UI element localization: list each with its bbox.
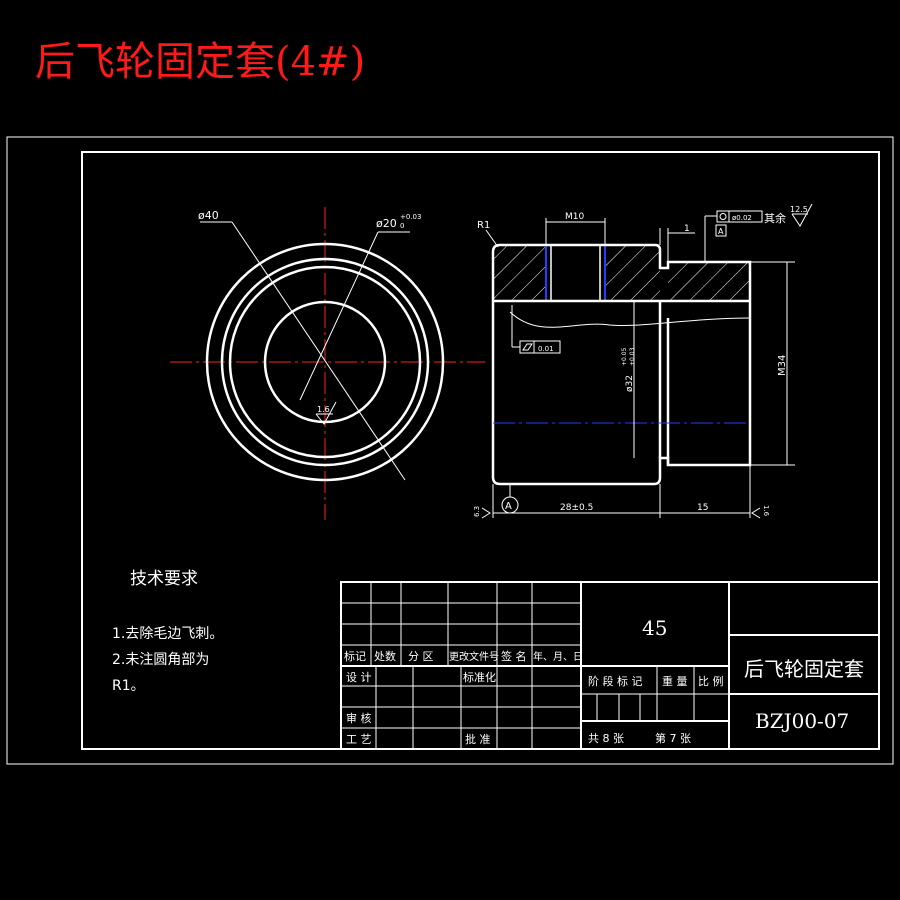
- tech-line-1: 1.去除毛边飞刺。: [112, 626, 223, 642]
- hatch-mid: [605, 245, 660, 301]
- stage-mark-label: 阶 段 标 记: [588, 674, 643, 688]
- h-count: 处数: [374, 650, 396, 663]
- process-label: 工 艺: [346, 733, 372, 746]
- outer-frame: [6, 136, 894, 765]
- roughness-right-icon: [751, 507, 761, 519]
- title-block-text: 45 后飞轮固定套 BZJ00-07 标记 处数 分 区 更改文件号 签 名 年…: [344, 616, 864, 746]
- dia40-leader: [231, 221, 406, 481]
- hatch-right: [668, 262, 750, 301]
- scale-label: 比 例: [698, 674, 724, 688]
- outer-circle: [205, 242, 445, 482]
- h-date: 年、月、日: [533, 650, 583, 663]
- h-zone: 分 区: [408, 650, 434, 663]
- thread-top-label: M10: [565, 212, 584, 222]
- review-label: 审 核: [346, 711, 372, 725]
- break-line: [509, 311, 751, 328]
- h-mark: 标记: [344, 649, 366, 663]
- length-small-label: 15: [697, 503, 708, 513]
- position-icon: [719, 213, 727, 220]
- rest-roughness-value: 12.5: [790, 205, 808, 214]
- h-sign: 签 名: [501, 649, 527, 663]
- standard-label: 标准化: [463, 670, 496, 684]
- roughness-icon: [315, 401, 337, 425]
- hatch-left: [493, 245, 546, 301]
- roughness-right-value: 1.6: [762, 505, 770, 517]
- roughness-rest-icon: [791, 203, 813, 227]
- corner-radius-label: R1: [477, 220, 490, 231]
- threaded-hole: [545, 244, 606, 302]
- title-block: [340, 581, 880, 750]
- inner-dia-tol-up: +0.03: [400, 213, 421, 221]
- bore-dia-label: ø32: [625, 375, 635, 392]
- drawing-no-label: BZJ00-07: [755, 709, 849, 733]
- sheets-total-label: 共 8 张: [588, 732, 624, 745]
- flatness-icon: [522, 343, 533, 351]
- sheet-no-label: 第 7 张: [655, 731, 691, 745]
- outer-dia-label: ø40: [198, 209, 219, 222]
- material-label: 45: [642, 616, 667, 640]
- tech-line-3: R1。: [112, 678, 145, 694]
- bore-tol-up: +0.05: [621, 347, 628, 366]
- bore-tol-low: +0.03: [629, 347, 636, 366]
- section-view: R1 M10 1 ø0.02 A 其余 12.5 0.01 ø32: [473, 203, 813, 519]
- position-tol-value: ø0.02: [732, 214, 752, 222]
- datum-a-label: A: [718, 227, 724, 236]
- outer-thread-label: M34: [777, 355, 788, 376]
- roughness-left-value: 6.3: [473, 506, 481, 517]
- step-circle: [228, 265, 422, 459]
- page-title: 后飞轮固定套(4#): [35, 39, 365, 85]
- section-outline: [491, 243, 752, 486]
- h-change-doc: 更改文件号: [449, 650, 499, 663]
- inner-dia-label: ø20: [376, 217, 397, 230]
- tech-line-2: 2.未注圆角部为: [112, 652, 209, 668]
- step-width-label: 1: [684, 224, 690, 234]
- weight-label: 重 量: [662, 674, 688, 688]
- rest-label: 其余: [764, 211, 786, 225]
- tech-heading: 技术要求: [130, 569, 198, 589]
- thread-circle: [220, 257, 430, 467]
- flatness-value: 0.01: [538, 345, 554, 353]
- datum-bottom-circle: [501, 496, 519, 514]
- tech-requirements: 技术要求 1.去除毛边飞刺。 2.未注圆角部为 R1。: [112, 569, 223, 694]
- inner-dia-tol-low: 0: [400, 222, 404, 230]
- dia20-leader: [299, 231, 379, 401]
- roughness-left-icon: [481, 507, 491, 519]
- part-name-label: 后飞轮固定套: [744, 657, 864, 681]
- approve-label: 批 准: [465, 732, 491, 746]
- design-label: 设 计: [346, 671, 372, 684]
- front-roughness-value: 1.6: [317, 405, 330, 414]
- length-main-label: 28±0.5: [560, 503, 593, 513]
- datum-bottom-label: A: [505, 501, 512, 512]
- front-view: ø40 ø20 +0.03 0 1.6: [170, 207, 485, 520]
